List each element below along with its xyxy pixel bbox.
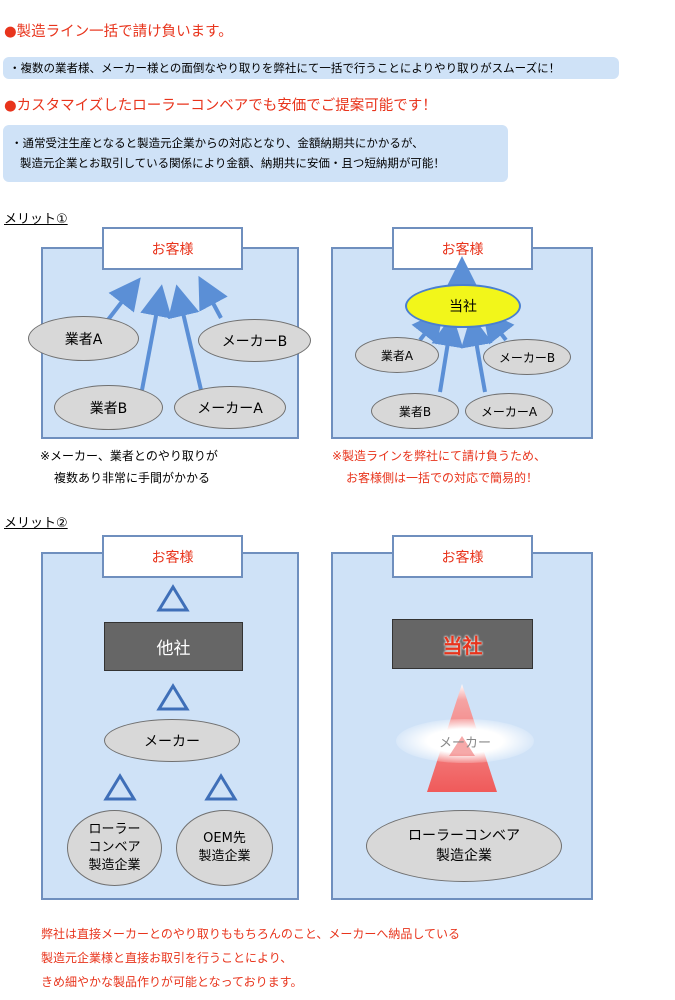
footer-line: 弊社は直接メーカーとのやり取りももちろんのこと、メーカーへ納品している xyxy=(41,927,461,941)
heading-one-stop: ●製造ライン一括で請け負います。 xyxy=(4,24,233,40)
merit-one-left-caption: ※メーカー、業者とのやり取りが 複数あり非常に手間がかかる xyxy=(40,445,218,489)
footer-line: きめ細やかな製品作りが可能となっております。 xyxy=(41,975,303,989)
customer-box: お客様 xyxy=(102,535,243,578)
footer-text: 弊社は直接メーカーとのやり取りももちろんのこと、メーカーへ納品している 製造元企… xyxy=(41,922,460,994)
merit-two-title: メリット② xyxy=(4,516,68,531)
arrow-up xyxy=(198,275,228,319)
footer-line: 製造元企業様と直接お取引を行うことにより、 xyxy=(41,951,293,965)
caption-line: ※メーカー、業者とのやり取りが xyxy=(40,449,218,463)
arrow-up xyxy=(431,314,464,393)
merit-one-right-caption: ※製造ラインを弊社にて請け負うため、 お客様側は一括での対応で簡易的！ xyxy=(332,445,546,489)
arrow-up xyxy=(461,314,493,393)
ellipse-line: 製造企業 xyxy=(436,848,492,864)
maker-faded-label: メーカー xyxy=(438,736,491,751)
merit-one-title: メリット① xyxy=(4,212,68,227)
note-price-delivery: ・通常受注生産となると製造元企業からの対応となり、金額納期共にかかるが、 製造元… xyxy=(3,125,508,182)
caption-line: 複数あり非常に手間がかかる xyxy=(54,471,211,485)
maker-a-ellipse: メーカーA xyxy=(174,386,286,429)
triangle-icon xyxy=(204,773,238,801)
triangle-icon xyxy=(156,683,190,711)
our-company-box: 当社 xyxy=(392,619,533,669)
vendor-a-ellipse: 業者A xyxy=(355,337,439,373)
ellipse-line: 製造企業 xyxy=(88,858,141,873)
ellipse-line: 製造企業 xyxy=(198,849,251,864)
roller-manufacturer-ellipse: ローラー コンベア 製造企業 xyxy=(67,810,162,886)
triangle-icon xyxy=(156,584,190,612)
maker-b-ellipse: メーカーB xyxy=(483,339,571,375)
pyramid-overlay xyxy=(449,736,475,756)
arrow-up xyxy=(168,284,203,391)
oem-manufacturer-ellipse: OEM先 製造企業 xyxy=(176,810,273,886)
vendor-b-ellipse: 業者B xyxy=(54,385,163,430)
caption-line: ※製造ラインを弊社にて請け負うため、 xyxy=(332,449,547,463)
note-line: 製造元企業とお取引している関係により金額、納期共に安価・且つ短納期が可能！ xyxy=(20,156,445,170)
vendor-a-ellipse: 業者A xyxy=(28,316,139,361)
heading-custom-roller: ●カスタマイズしたローラーコンベアでも安価でご提案可能です！ xyxy=(4,98,437,114)
ellipse-line: コンベア xyxy=(88,840,141,855)
maker-b-ellipse: メーカーB xyxy=(198,319,311,362)
our-company-hub: 当社 xyxy=(405,284,521,328)
customer-box: お客様 xyxy=(392,227,533,270)
ellipse-line: ローラーコンベア xyxy=(408,828,520,844)
note-smooth-communication: ・複数の業者様、メーカー様との面倒なやり取りを弊社にて一括で行うことによりやり取… xyxy=(3,57,619,79)
arrow-up xyxy=(482,309,515,345)
vendor-b-ellipse: 業者B xyxy=(371,393,459,429)
maker-ellipse: メーカー xyxy=(104,719,240,762)
roller-manufacturer-ellipse: ローラーコンベア 製造企業 xyxy=(366,810,562,882)
arrow-group xyxy=(411,256,515,393)
caption-line: お客様側は一括での対応で簡易的！ xyxy=(346,471,539,485)
note-line: ・通常受注生産となると製造元企業からの対応となり、金額納期共にかかるが、 xyxy=(11,136,424,150)
customer-box: お客様 xyxy=(392,535,533,578)
triangle-icon xyxy=(103,773,137,801)
other-company-box: 他社 xyxy=(104,622,243,671)
maker-a-ellipse: メーカーA xyxy=(465,393,553,429)
ellipse-line: ローラー xyxy=(88,822,141,837)
ellipse-line: OEM先 xyxy=(203,831,246,846)
customer-box: お客様 xyxy=(102,227,243,270)
arrow-up xyxy=(140,284,172,391)
